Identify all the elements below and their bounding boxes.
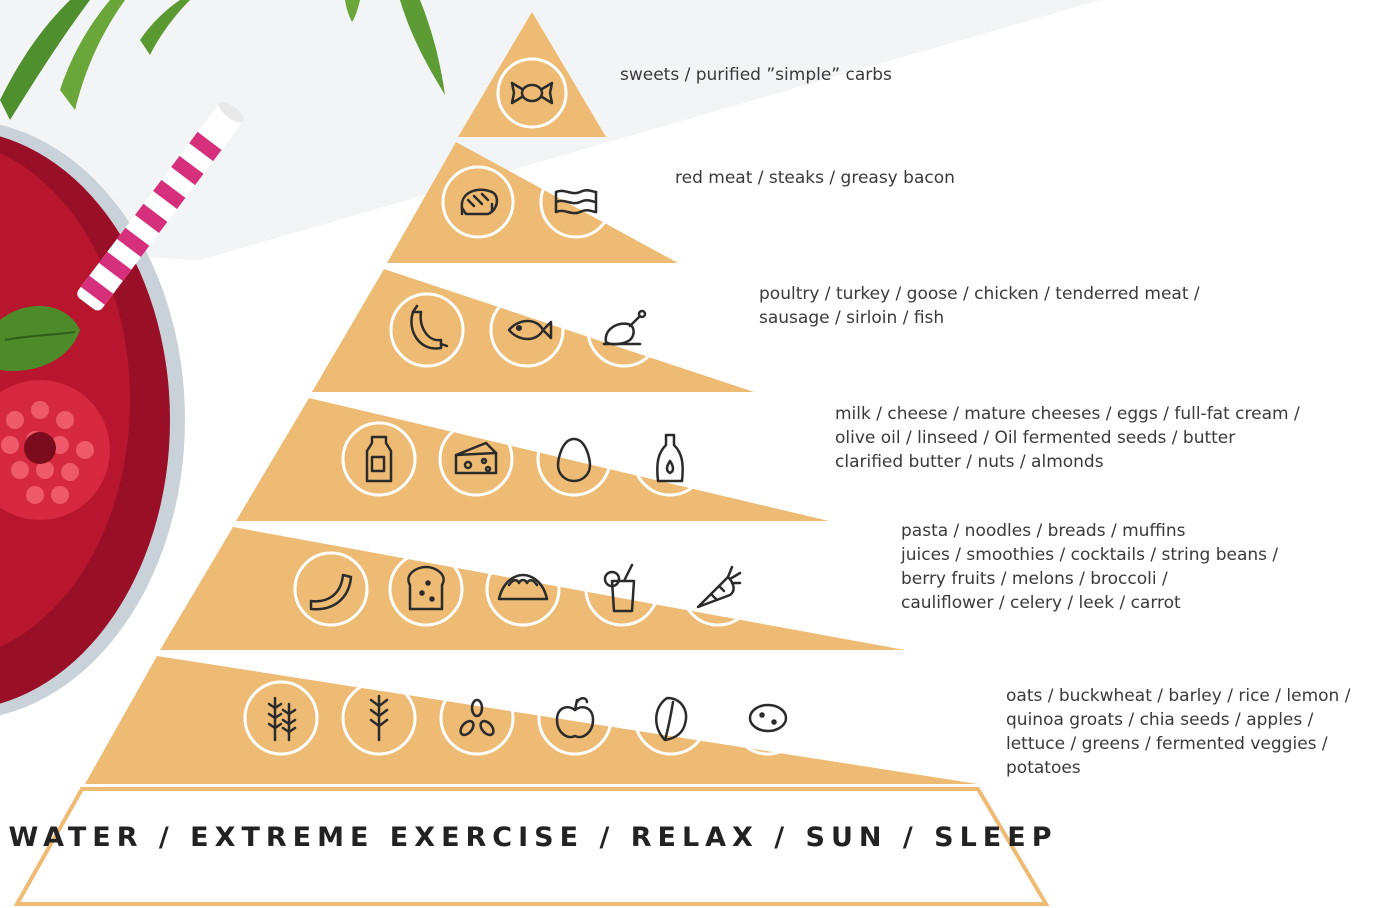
potato-icon — [730, 680, 806, 756]
tier-4-label-line: clarified butter / nuts / almonds — [835, 452, 1104, 472]
pyramid-icons — [243, 57, 806, 756]
tier-4-band — [236, 398, 829, 521]
leaves-illustration — [0, 0, 445, 120]
pasta-icon — [293, 551, 369, 627]
tier-5-label: pasta / noodles / breads / muffins juice… — [901, 519, 1278, 615]
tier-5-band — [160, 527, 905, 650]
bread-icon — [388, 551, 464, 627]
cheese-icon — [438, 421, 514, 497]
tier-6-label: oats / buckwheat / barley / rice / lemon… — [1006, 684, 1350, 780]
wheat-double-icon — [243, 680, 319, 756]
sausage-icon — [389, 292, 465, 368]
tier-1-label: sweets / purified ”simple” carbs — [620, 63, 892, 87]
tier-4-label-line: milk / cheese / mature cheeses / eggs / … — [835, 404, 1300, 424]
tier-5-label-line: juices / smoothies / cocktails / string … — [901, 545, 1279, 565]
tier-6-band — [85, 656, 978, 784]
juice-glass-icon — [584, 551, 660, 627]
tier-1-band — [458, 12, 606, 137]
tier-6-label-line: quinoa groats / chia seeds / apples / — [1006, 710, 1314, 730]
fish-icon — [489, 292, 565, 368]
tier-6-label-line: lettuce / greens / fermented veggies / — [1006, 734, 1328, 754]
smoothie-illustration — [0, 101, 244, 716]
seeds-icon — [439, 680, 515, 756]
tier-5-label-line: berry fruits / melons / broccoli / — [901, 569, 1168, 589]
tier-3-label: poultry / turkey / goose / chicken / ten… — [759, 282, 1200, 330]
egg-icon — [536, 421, 612, 497]
base-label: WATER / EXTREME EXERCISE / RELAX / SUN /… — [8, 822, 1058, 853]
milk-bottle-icon — [341, 421, 417, 497]
tier-5-label-line: cauliflower / celery / leek / carrot — [901, 593, 1181, 613]
bacon-icon — [539, 165, 613, 239]
tier-3-label-line: poultry / turkey / goose / chicken / ten… — [759, 284, 1200, 304]
tier-3-label-line: sausage / sirloin / fish — [759, 308, 945, 328]
tier-1-label-line: sweets / purified ”simple” carbs — [620, 65, 892, 85]
dumpling-icon — [485, 551, 561, 627]
tier-4-label-line: olive oil / linseed / Oil fermented seed… — [835, 428, 1236, 448]
pyramid-base — [13, 787, 1050, 906]
tier-2-label-line: red meat / steaks / greasy bacon — [675, 168, 955, 188]
wheat-icon — [341, 680, 417, 756]
tier-6-label-line: oats / buckwheat / barley / rice / lemon… — [1006, 686, 1351, 706]
oil-bottle-icon — [632, 421, 708, 497]
tier-4-label: milk / cheese / mature cheeses / eggs / … — [835, 402, 1300, 474]
lettuce-icon — [633, 680, 709, 756]
tier-6-label-line: potatoes — [1006, 758, 1081, 778]
candy-icon — [496, 57, 568, 129]
apple-icon — [537, 680, 613, 756]
tier-5-label-line: pasta / noodles / breads / muffins — [901, 521, 1186, 541]
carrot-icon — [680, 551, 756, 627]
tier-3-band — [312, 269, 754, 392]
steak-icon — [441, 165, 515, 239]
chicken-leg-icon — [586, 292, 662, 368]
tier-2-label: red meat / steaks / greasy bacon — [675, 166, 955, 190]
